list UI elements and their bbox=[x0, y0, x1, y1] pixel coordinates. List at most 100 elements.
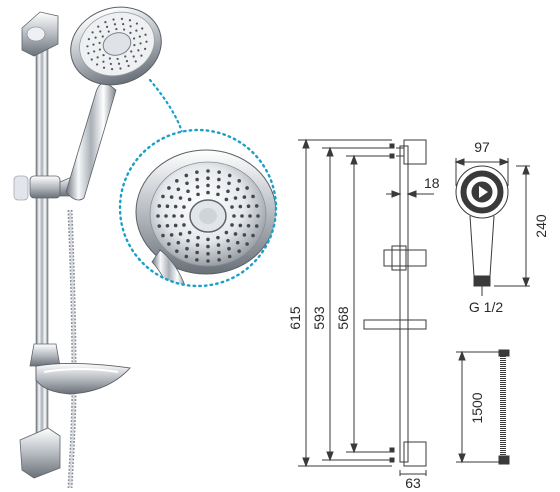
drawing-bottom-bracket bbox=[403, 441, 427, 467]
nozzle-dot bbox=[113, 23, 117, 26]
nozzle-dot bbox=[217, 170, 221, 174]
nozzle-dot bbox=[206, 252, 210, 256]
nozzle-dot bbox=[217, 258, 221, 262]
nozzle-dot bbox=[98, 48, 101, 51]
zoom-callout bbox=[118, 128, 278, 288]
nozzle-dot bbox=[187, 230, 192, 235]
nozzle-dot bbox=[90, 58, 93, 61]
nozzle-dot bbox=[256, 214, 260, 218]
nozzle-dot bbox=[86, 45, 89, 48]
nozzle-dot bbox=[240, 214, 244, 218]
nozzle-dot bbox=[216, 243, 221, 247]
nozzle-dot bbox=[185, 181, 189, 186]
nozzle-dot bbox=[91, 31, 94, 34]
nozzle-dot bbox=[169, 233, 174, 237]
soap-dish bbox=[29, 343, 131, 395]
nozzle-dot bbox=[120, 17, 124, 20]
dim-bar-diameter: 18 bbox=[424, 175, 440, 191]
nozzle-dot bbox=[134, 60, 137, 63]
nozzle-dot bbox=[216, 192, 220, 197]
dim-handle-length: 240 bbox=[533, 214, 549, 238]
nozzle-dot bbox=[145, 40, 148, 43]
nozzle-dot bbox=[195, 185, 200, 189]
nozzle-dot bbox=[251, 194, 255, 199]
nozzle-dot bbox=[178, 232, 183, 236]
nozzle-dot bbox=[195, 243, 200, 247]
nozzle-dot bbox=[195, 258, 199, 262]
nozzle-dot bbox=[206, 190, 210, 195]
nozzle-dot bbox=[115, 27, 118, 31]
nozzle-dot bbox=[137, 49, 140, 52]
drawing-soap-dish bbox=[363, 319, 427, 330]
nozzle-dot bbox=[107, 30, 110, 33]
nozzle-dot bbox=[217, 177, 221, 182]
drawing-handle bbox=[469, 215, 495, 277]
nozzle-dot bbox=[206, 169, 210, 173]
dim-total-height: 615 bbox=[287, 306, 303, 330]
nozzle-dot bbox=[206, 259, 210, 263]
nozzle-dot bbox=[102, 54, 105, 57]
nozzle-dot bbox=[135, 22, 138, 25]
nozzle-dot bbox=[206, 183, 210, 188]
hand-shower-head bbox=[70, 6, 162, 86]
nozzle-dot bbox=[138, 35, 141, 38]
nozzle-dot bbox=[245, 186, 249, 190]
nozzle-dot bbox=[178, 196, 183, 200]
hand-shower-handle bbox=[65, 82, 117, 201]
nozzle-dot bbox=[230, 205, 234, 209]
nozzle-dot bbox=[195, 177, 199, 182]
nozzle-dot bbox=[217, 250, 221, 255]
nozzle-dot bbox=[167, 242, 171, 246]
nozzle-dot bbox=[140, 54, 143, 57]
nozzle-dot bbox=[233, 232, 238, 236]
nozzle-dot bbox=[133, 37, 136, 40]
dim-bar-height: 593 bbox=[311, 306, 327, 330]
nozzle-dot bbox=[94, 36, 97, 39]
nozzle-dot bbox=[186, 189, 190, 194]
nozzle-dot bbox=[237, 249, 241, 253]
nozzle-dot bbox=[125, 60, 129, 63]
nozzle-dot bbox=[246, 204, 251, 209]
nozzle-dot bbox=[226, 189, 230, 194]
nozzle-dot bbox=[216, 185, 221, 189]
dim-head-width: 97 bbox=[474, 139, 490, 155]
nozzle-dot bbox=[139, 42, 142, 45]
nozzle-dot bbox=[233, 196, 238, 200]
nozzle-dot bbox=[117, 62, 121, 65]
nozzle-dot bbox=[235, 187, 240, 192]
nozzle-dot bbox=[195, 170, 199, 174]
nozzle-dot bbox=[232, 214, 236, 218]
nozzle-dot bbox=[133, 43, 136, 47]
nozzle-dot bbox=[127, 64, 130, 67]
nozzle-dot bbox=[165, 223, 170, 228]
nozzle-dot bbox=[96, 56, 99, 59]
drawing-slider bbox=[383, 249, 427, 267]
nozzle-dot bbox=[101, 35, 104, 38]
nozzle-dot bbox=[112, 18, 115, 21]
shower-set-illustration bbox=[13, 6, 162, 489]
nozzle-dot bbox=[128, 19, 132, 22]
nozzle-dot bbox=[105, 25, 109, 28]
dim-hose-length: 1500 bbox=[469, 392, 485, 423]
nozzle-dot bbox=[141, 27, 144, 30]
nozzle-dot bbox=[99, 30, 102, 33]
nozzle-dot bbox=[245, 242, 249, 246]
nozzle-dot bbox=[248, 214, 252, 218]
nozzle-dot bbox=[206, 244, 210, 249]
slider-holder bbox=[29, 175, 61, 199]
nozzle-dot bbox=[122, 22, 125, 26]
nozzle-dot bbox=[124, 55, 127, 58]
nozzle-dot bbox=[182, 223, 186, 227]
nozzle-dot bbox=[242, 195, 247, 199]
nozzle-dot bbox=[144, 33, 147, 36]
nozzle-dot bbox=[129, 31, 132, 34]
nozzle-dot bbox=[226, 238, 230, 243]
nozzle-dot bbox=[169, 195, 174, 199]
nozzle-dot bbox=[116, 57, 119, 61]
nozzle-dot bbox=[157, 224, 162, 228]
nozzle-dot bbox=[195, 250, 199, 255]
nozzle-dot bbox=[110, 68, 114, 71]
nozzle-dot bbox=[93, 50, 96, 53]
nozzle-dot bbox=[167, 186, 171, 190]
